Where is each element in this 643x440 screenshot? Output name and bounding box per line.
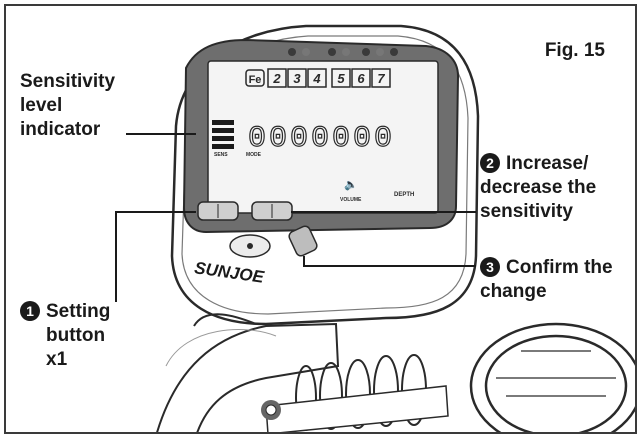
lcd-level-3: 3	[293, 71, 301, 86]
sensitivity-label-line3: indicator	[20, 119, 101, 140]
lcd-fe-label: Fe	[249, 74, 262, 86]
lcd-digits: 0000000	[248, 122, 395, 156]
speaker-icon: 🔈	[344, 179, 358, 191]
indicator-lights	[288, 48, 398, 56]
step1-line3: x1	[46, 349, 68, 370]
setting-button[interactable]	[197, 201, 239, 221]
lcd-volume-label: VOLUME	[340, 197, 362, 203]
sensitivity-label-line1: Sensitivity	[20, 71, 116, 92]
lcd-mode-label: MODE	[246, 152, 262, 158]
lcd-level-2: 2	[272, 71, 281, 86]
leader-lines	[115, 133, 476, 302]
step2-number-badge: 2	[480, 153, 500, 173]
sensitivity-label-line2: level	[20, 95, 63, 116]
step1-number-badge: 1	[20, 301, 40, 321]
lcd-depth-label: DEPTH	[394, 192, 414, 198]
sensitivity-indicator-label: Sensitivity level indicator	[20, 70, 115, 142]
search-coil	[469, 322, 635, 432]
sensitivity-adjust-button[interactable]	[251, 201, 293, 221]
lcd-level-6: 6	[357, 71, 365, 86]
step2-label: 2 Increase/ decrease the sensitivity	[480, 152, 596, 224]
step3-number-badge: 3	[480, 257, 500, 277]
confirm-button[interactable]	[288, 225, 319, 258]
figure-title: Fig. 15	[544, 40, 605, 61]
lcd-level-7: 7	[377, 71, 385, 86]
step1-label: 1 Setting button x1	[20, 300, 110, 372]
step2-line1: Increase/	[506, 153, 589, 174]
shaft	[156, 322, 340, 432]
step3-label: 3 Confirm the change	[480, 256, 613, 304]
step3-line1: Confirm the	[506, 257, 613, 278]
lcd-level-4: 4	[312, 71, 321, 86]
lcd-level-boxes	[267, 68, 391, 88]
metal-detector-illustration: Fe 2 3 4 5 6 7 SENS MODE 0000000 🔈 VOLUM…	[115, 24, 635, 432]
figure-frame: Fe 2 3 4 5 6 7 SENS MODE 0000000 🔈 VOLUM…	[4, 4, 637, 434]
step1-line2: button	[46, 325, 106, 346]
lcd-level-5: 5	[337, 71, 345, 86]
step2-line3: sensitivity	[480, 201, 573, 222]
step2-line2: decrease the	[480, 177, 597, 198]
step1-line1: Setting	[46, 301, 111, 322]
step3-line2: change	[480, 281, 547, 302]
power-button[interactable]	[229, 234, 271, 258]
lcd-sens-label: SENS	[214, 152, 228, 158]
sensitivity-bars-icon	[212, 120, 234, 149]
